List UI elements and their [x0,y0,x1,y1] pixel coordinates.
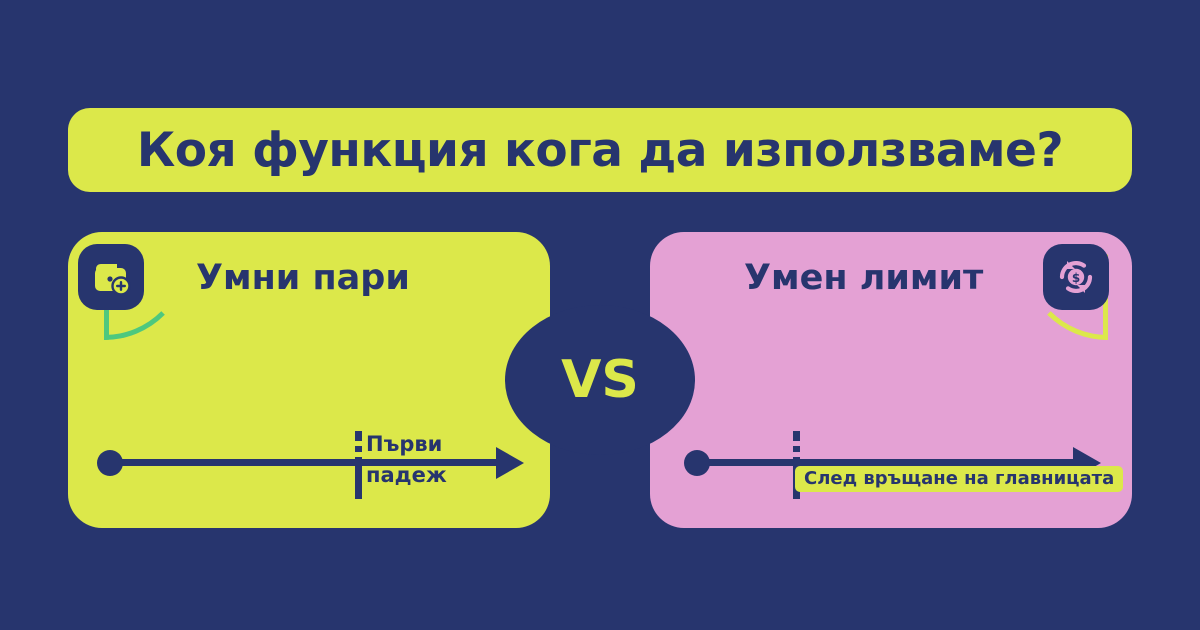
refresh-dollar-glyph: $ [1059,261,1093,293]
timeline-caption-right-text: След връщане на главницата [804,468,1115,489]
title-banner: Коя функция кога да използваме? [68,108,1132,192]
wallet-plus-icon [78,244,144,310]
timeline-caption-right: След връщане на главницата [795,466,1124,492]
timeline-start-dot-right [684,450,710,476]
timeline-caption-left-line2: падеж [366,463,447,487]
timeline-caption-left-line1: Първи [366,432,443,456]
timeline-line-right [695,459,1081,466]
wallet-plus-glyph [95,264,131,296]
card-label-left: Умни пари [196,258,410,298]
svg-text:$: $ [1072,271,1080,285]
card-label-right: Умен лимит [744,258,984,298]
timeline-caption-left: Първи падеж [366,429,447,491]
page-title: Коя функция кога да използваме? [136,122,1064,178]
vs-label: VS [561,350,639,410]
timeline-marker-left [355,431,362,499]
vs-badge: VS [505,305,695,455]
refresh-dollar-icon: $ [1043,244,1109,310]
timeline-line-left [108,459,504,466]
timeline-arrowhead-left [496,447,524,479]
timeline-start-dot-left [97,450,123,476]
